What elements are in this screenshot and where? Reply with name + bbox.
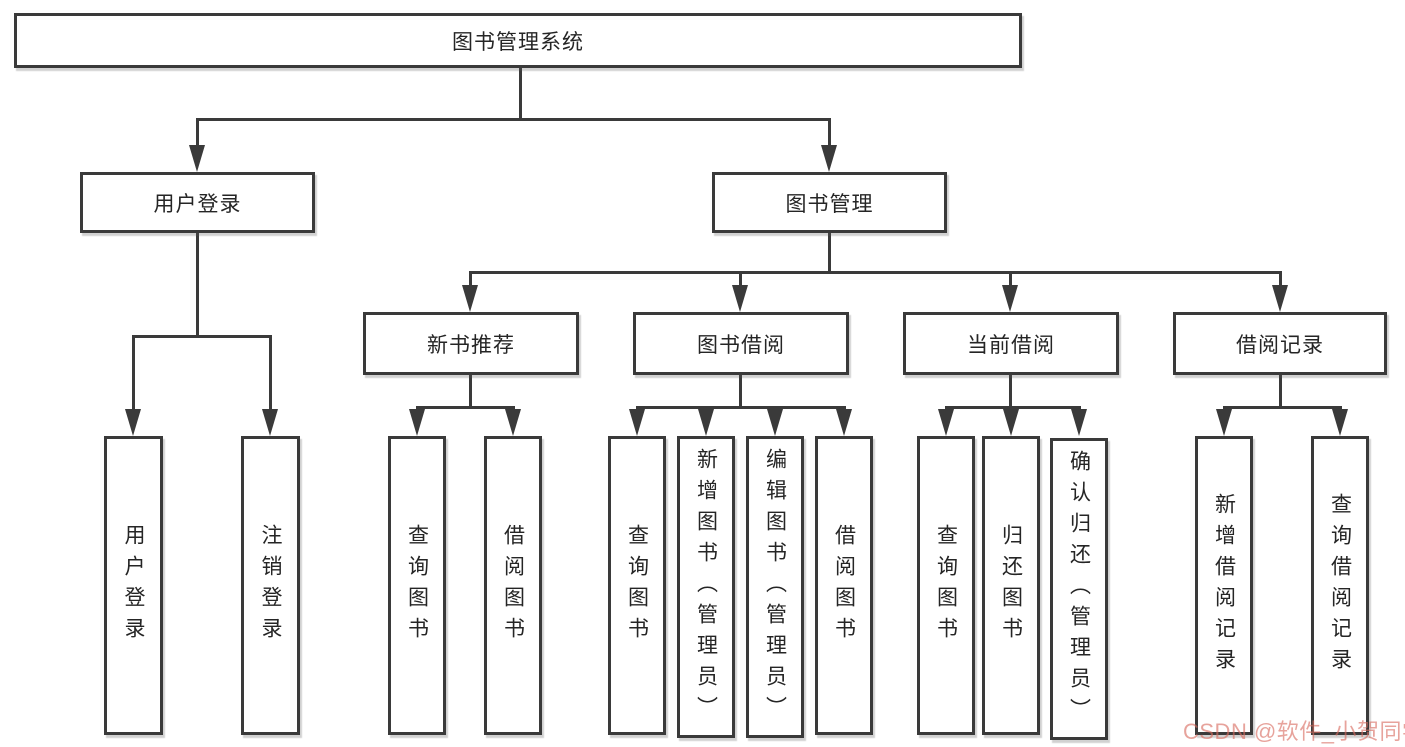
connector-line bbox=[944, 406, 948, 409]
node-label: 借阅图书 bbox=[832, 523, 856, 648]
node-query-books-2: 查询图书 bbox=[608, 436, 666, 735]
connector-line bbox=[1338, 406, 1342, 409]
connector-line bbox=[511, 406, 515, 409]
node-new-book-recommendation: 新书推荐 bbox=[363, 312, 579, 375]
node-add-borrow-record: 新增借阅记录 bbox=[1195, 436, 1253, 735]
node-library-management-system: 图书管理系统 bbox=[14, 13, 1022, 68]
node-label: 查询图书 bbox=[625, 523, 649, 648]
arrow-down-icon bbox=[125, 409, 141, 436]
connector-line bbox=[828, 118, 831, 145]
node-label: 新增借阅记录 bbox=[1212, 492, 1236, 679]
connector-line bbox=[773, 406, 777, 409]
arrow-down-icon bbox=[1272, 285, 1288, 312]
node-label: 图书管理 bbox=[785, 192, 874, 216]
connector-line bbox=[739, 271, 742, 285]
node-label: 查询图书 bbox=[405, 523, 429, 648]
connector-line bbox=[704, 406, 708, 409]
connector-line bbox=[415, 406, 419, 409]
node-logout: 注销登录 bbox=[241, 436, 300, 735]
node-book-borrowing: 图书借阅 bbox=[633, 312, 849, 375]
node-label: 当前借阅 bbox=[967, 333, 1055, 357]
connector-line bbox=[1009, 406, 1013, 409]
node-label: 用户登录 bbox=[122, 523, 145, 648]
node-current-borrowing: 当前借阅 bbox=[903, 312, 1119, 375]
node-label: 用户登录 bbox=[153, 192, 242, 216]
arrow-down-icon bbox=[697, 409, 714, 436]
node-confirm-return-admin: 确认归还（管理员） bbox=[1050, 438, 1108, 740]
arrow-down-icon bbox=[1215, 409, 1232, 436]
node-book-management: 图书管理 bbox=[712, 172, 947, 233]
arrow-down-icon bbox=[504, 409, 521, 436]
connector-line bbox=[1222, 406, 1342, 409]
node-label: 图书管理系统 bbox=[452, 30, 584, 54]
node-label: 借阅记录 bbox=[1236, 333, 1324, 357]
connector-line bbox=[842, 406, 846, 409]
node-label: 新增图书（管理员） bbox=[694, 447, 718, 727]
node-label: 注销登录 bbox=[259, 523, 282, 648]
connector-line bbox=[1077, 406, 1081, 409]
node-return-books: 归还图书 bbox=[982, 436, 1040, 735]
connector-line bbox=[635, 406, 846, 409]
arrow-down-icon bbox=[821, 145, 837, 172]
connector-line bbox=[519, 68, 522, 118]
node-add-book-admin: 新增图书（管理员） bbox=[677, 436, 735, 738]
arrow-down-icon bbox=[1331, 409, 1348, 436]
node-user-login-leaf: 用户登录 bbox=[104, 436, 163, 735]
node-label: 确认归还（管理员） bbox=[1067, 449, 1091, 729]
arrow-down-icon bbox=[189, 145, 205, 172]
connector-line bbox=[132, 335, 272, 338]
node-label: 归还图书 bbox=[999, 523, 1023, 648]
arrow-down-icon bbox=[408, 409, 425, 436]
node-borrowing-records: 借阅记录 bbox=[1173, 312, 1387, 375]
connector-line bbox=[196, 118, 831, 121]
connector-line bbox=[1279, 271, 1282, 285]
node-query-books-1: 查询图书 bbox=[388, 436, 446, 735]
connector-line bbox=[269, 335, 272, 409]
arrow-down-icon bbox=[937, 409, 954, 436]
arrow-down-icon bbox=[766, 409, 783, 436]
arrow-down-icon bbox=[628, 409, 645, 436]
connector-line bbox=[635, 406, 639, 409]
connector-line bbox=[1009, 271, 1012, 285]
connector-line bbox=[1279, 375, 1282, 406]
arrow-down-icon bbox=[1002, 285, 1018, 312]
connector-line bbox=[1009, 375, 1012, 406]
node-edit-book-admin: 编辑图书（管理员） bbox=[746, 436, 804, 738]
node-query-borrow-record: 查询借阅记录 bbox=[1311, 436, 1369, 735]
node-label: 新书推荐 bbox=[427, 333, 515, 357]
arrow-down-icon bbox=[462, 285, 478, 312]
connector-line bbox=[828, 233, 831, 271]
connector-line bbox=[469, 271, 472, 285]
arrow-down-icon bbox=[732, 285, 748, 312]
arrow-down-icon bbox=[1070, 409, 1087, 436]
node-label: 借阅图书 bbox=[501, 523, 525, 648]
connector-line bbox=[196, 118, 199, 145]
connector-line bbox=[739, 375, 742, 406]
connector-line bbox=[132, 335, 135, 409]
connector-line bbox=[469, 375, 472, 406]
connector-line bbox=[1222, 406, 1226, 409]
arrow-down-icon bbox=[262, 409, 278, 436]
csdn-watermark: CSDN @软件_小贺同学 bbox=[1183, 719, 1405, 744]
connector-line bbox=[469, 271, 1282, 274]
node-borrow-books-2: 借阅图书 bbox=[815, 436, 873, 735]
node-label: 查询图书 bbox=[934, 523, 958, 648]
node-label: 编辑图书（管理员） bbox=[763, 447, 787, 727]
node-label: 图书借阅 bbox=[697, 333, 785, 357]
connector-line bbox=[415, 406, 515, 409]
node-user-login: 用户登录 bbox=[80, 172, 315, 233]
node-query-books-3: 查询图书 bbox=[917, 436, 975, 735]
arrow-down-icon bbox=[1002, 409, 1019, 436]
connector-line bbox=[944, 406, 1081, 409]
node-borrow-books-1: 借阅图书 bbox=[484, 436, 542, 735]
connector-line bbox=[196, 233, 199, 335]
arrow-down-icon bbox=[835, 409, 852, 436]
node-label: 查询借阅记录 bbox=[1328, 492, 1352, 679]
